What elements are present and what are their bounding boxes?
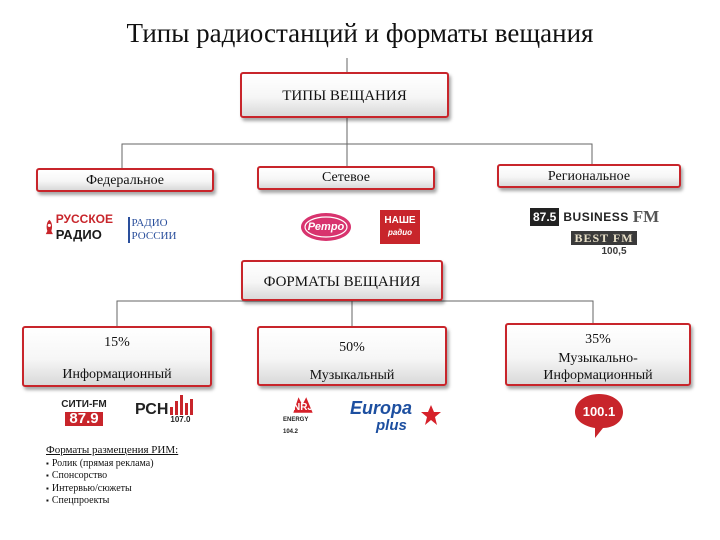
- business-fm-suffix: FM: [632, 207, 660, 226]
- placement-list: Ролик (прямая реклама) Спонсорство Интер…: [46, 458, 178, 508]
- business-fm-freq: 87.5: [530, 208, 560, 226]
- russkoe-radio-emblem-icon: [45, 219, 53, 235]
- russkoe-radio-line2: РАДИО: [55, 227, 102, 242]
- siti-fm-logo: СИТИ-FM 87.9: [56, 395, 112, 429]
- business-fm-name: BUSINESS: [563, 210, 629, 224]
- retro-fm-label: Ретро: [307, 221, 345, 233]
- rsn-name: РСН: [135, 401, 169, 418]
- retro-fm-logo: Ретро: [299, 210, 353, 244]
- format-informational-share: 15%: [104, 335, 130, 350]
- broadcast-types-box: ТИПЫ ВЕЩАНИЯ: [240, 72, 449, 118]
- radio-rossii-line2: РОССИИ: [131, 230, 177, 242]
- regional-box: Региональное: [497, 164, 681, 188]
- radio-100-logo: 100.1: [573, 392, 625, 440]
- europa-plus-line1: Europa: [350, 398, 413, 418]
- europa-plus-star-icon: [421, 405, 441, 425]
- network-label: Сетевое: [322, 170, 370, 185]
- page-title: Типы радиостанций и форматы вещания: [126, 18, 594, 48]
- europa-plus-logo: Europa plus: [350, 396, 442, 438]
- placement-notes: Форматы размещения РИМ: Ролик (прямая ре…: [46, 444, 178, 508]
- energy-logo: NRJ ENERGY 104.2: [283, 396, 323, 438]
- placement-item: Интервью/сюжеты: [46, 483, 178, 496]
- regional-label: Региональное: [547, 169, 631, 184]
- format-music-box: 50% Музыкальный: [257, 326, 447, 386]
- federal-label: Федеральное: [85, 173, 164, 188]
- format-music-share: 50%: [339, 340, 365, 355]
- format-music-info-share: 35%: [585, 332, 611, 347]
- radio-100-freq: 100.1: [582, 404, 616, 419]
- nashe-radio-line1: НАШЕ: [384, 215, 416, 226]
- best-fm-logo: BEST FM 100,5: [565, 230, 643, 260]
- radio-rossii-line1: РАДИО: [131, 217, 168, 229]
- format-informational-box: 15% Информационный: [22, 326, 212, 387]
- placement-item: Ролик (прямая реклама): [46, 458, 178, 471]
- siti-fm-freq: 87.9: [65, 411, 103, 426]
- placement-heading: Форматы размещения РИМ:: [46, 444, 179, 456]
- europa-plus-line2: plus: [376, 417, 407, 434]
- formats-heading: ФОРМАТЫ ВЕЩАНИЯ: [263, 274, 421, 290]
- energy-emblem-icon: [293, 397, 313, 413]
- best-fm-freq: 100,5: [601, 246, 627, 257]
- nashe-radio-line2: радио: [387, 228, 413, 237]
- siti-fm-name: СИТИ-FM: [61, 399, 107, 410]
- broadcast-types-heading: ТИПЫ ВЕЩАНИЯ: [282, 88, 407, 104]
- placement-item: Спонсорство: [46, 470, 178, 483]
- format-music-info-box: 35% Музыкально-Информационный: [505, 323, 691, 386]
- format-informational-label: Информационный: [62, 367, 172, 382]
- network-box: Сетевое: [257, 166, 435, 190]
- russkoe-radio-logo: РУССКОЕ РАДИО: [45, 206, 113, 248]
- russkoe-radio-line1: РУССКОЕ: [55, 212, 113, 226]
- formats-box: ФОРМАТЫ ВЕЩАНИЯ: [241, 260, 443, 301]
- energy-freq: ENERGY 104.2: [283, 417, 309, 435]
- energy-name: NRJ: [292, 402, 313, 413]
- format-music-info-label: Музыкально-Информационный: [543, 351, 653, 383]
- federal-box: Федеральное: [36, 168, 214, 192]
- rsn-freq: 107.0: [170, 415, 191, 424]
- nashe-radio-logo: НАШЕ радио: [380, 210, 420, 244]
- rsn-bars-icon: [170, 395, 194, 415]
- format-music-label: Музыкальный: [309, 368, 395, 383]
- best-fm-name: BEST FM: [571, 231, 637, 245]
- business-fm-logo: 87.5 BUSINESS FM: [530, 207, 670, 227]
- placement-item: Спецпроекты: [46, 495, 178, 508]
- rsn-logo: РСН 107.0: [135, 392, 205, 428]
- radio-rossii-logo: РАДИО РОССИИ: [122, 210, 182, 250]
